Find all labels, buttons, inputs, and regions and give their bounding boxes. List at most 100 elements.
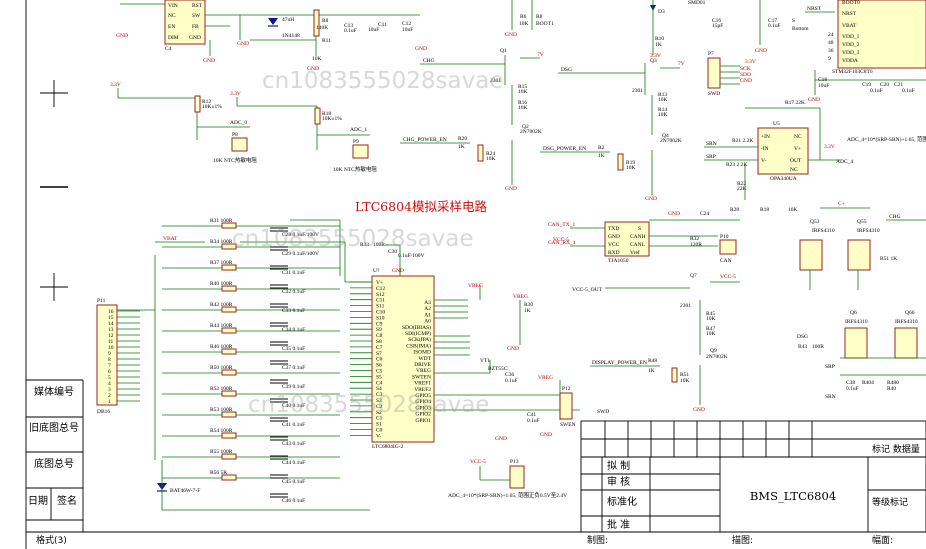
svg-text:10K NTC热敏电阻: 10K NTC热敏电阻 [213,156,257,164]
svg-text:10K: 10K [518,105,528,111]
svg-text:R404: R404 [862,380,874,386]
svg-text:10K: 10K [658,97,668,103]
capacitor [270,398,288,403]
svg-text:R2: R2 [598,145,605,151]
svg-text:10K±1%: 10K±1% [202,104,222,110]
capacitor-label: C40 0.1uF [282,403,305,409]
svg-text:SWD: SWD [708,91,720,97]
svg-text:CAN: CAN [720,258,732,264]
crosshair-mark-top [40,80,68,107]
resistor [221,264,237,271]
ic-pin-vref1: VREF1 [414,381,431,387]
capacitor-label: C41 0.1uF [282,422,305,428]
svg-text:3.3V: 3.3V [110,82,121,88]
svg-text:IRFS4310: IRFS4310 [812,228,835,234]
svg-text:GND: GND [495,436,507,442]
resistor-label: R50 100R [210,365,233,371]
ic-pin-s5: S5 [376,374,382,380]
capacitor-label: C44 0.1uF [282,460,305,466]
svg-text:R18: R18 [760,207,769,213]
svg-text:100R: 100R [812,344,824,350]
resistor [221,474,237,481]
svg-text:10K: 10K [788,207,798,213]
svg-text:R45: R45 [706,311,715,317]
capacitor [270,493,288,498]
svg-text:SRP: SRP [706,154,716,160]
tb-label-mark-data: 标记 数据量 [872,443,920,455]
svg-text:CANL: CANL [630,242,646,248]
svg-text:-IN: -IN [761,146,769,152]
ic-pin-c6: C6 [376,357,383,363]
svg-text:GND: GND [755,48,767,54]
svg-text:C12: C12 [402,21,411,27]
stm32-mcu: BOOT0 NRST VBAT VDD_1 VDD_2 VDD_3 VDDA S… [808,0,926,103]
connector-pin-number: 15 [108,315,114,321]
svg-text:Q9: Q9 [710,348,717,354]
capacitor [270,303,288,308]
capacitor [270,455,288,460]
svg-text:ADC_4: ADC_4 [836,159,853,165]
svg-text:CANH: CANH [630,234,646,240]
tb-label-standard: 标准化 [607,495,637,508]
svg-text:BOOT0: BOOT0 [842,0,860,6]
svg-text:10K: 10K [706,316,716,322]
svg-text:GND: GND [505,32,517,38]
svg-text:120R: 120R [690,242,702,248]
capacitor [270,322,288,327]
capacitor [270,246,288,251]
resistor-label: R34 100R [210,239,233,245]
svg-text:GND: GND [668,211,680,217]
svg-text:VBAT: VBAT [842,23,857,29]
connector-pin-number: 6 [108,369,111,375]
connector-pin-number: 11 [108,339,114,345]
svg-text:Q55: Q55 [857,219,867,225]
svg-text:DSG: DSG [561,67,572,73]
ic-pin-sdi-icmp-: SDI(ICMP) [405,330,431,337]
capacitor-label: C46 0.1uF [282,498,305,504]
ic-pin-c7: C7 [376,345,383,351]
svg-text:C41: C41 [527,412,536,418]
svg-text:C4: C4 [165,46,172,52]
svg-text:VCC-5: VCC-5 [720,274,736,280]
svg-text:R51: R51 [680,372,689,378]
svg-text:GND: GND [740,78,752,84]
svg-text:D3: D3 [658,9,665,15]
svg-text:SDO: SDO [740,72,751,78]
svg-text:P12: P12 [562,386,571,392]
connector-pin-number: 7 [108,363,111,369]
svg-text:U5: U5 [773,121,780,127]
capacitor [270,265,288,270]
svg-text:R24: R24 [486,151,495,157]
ic-pin-s2: S2 [376,410,382,416]
svg-text:S: S [638,226,641,232]
ic-pin-isomd: ISOMD [413,350,431,356]
svg-text:R47: R47 [706,326,715,332]
svg-text:BAT46W-7-F: BAT46W-7-F [170,488,200,494]
svg-text:VCC: VCC [608,242,620,248]
svg-text:10uF: 10uF [818,83,829,89]
svg-text:9: 9 [828,56,831,62]
capacitor [270,436,288,441]
ic-pin-s4: S4 [376,386,382,392]
svg-text:VDDA: VDDA [842,58,858,64]
svg-text:3.3V: 3.3V [824,144,835,150]
resistor-label: R53 100R [210,407,233,413]
svg-text:10K: 10K [626,165,636,171]
svg-text:R15: R15 [518,84,527,90]
capacitor [270,417,288,422]
svg-text:GND: GND [237,41,249,47]
ic-pin-gpio4: GPIO4 [415,399,431,405]
bottom-mid-parts: VCC-5 P13 ADC_4=10*(SRP-SRN)+1.65, 范围正负0… [360,242,576,499]
side-cell-base-no: 底图总号 [34,457,74,470]
ic-wiring [117,219,580,460]
connector-pin-number: 3 [108,387,111,393]
connector-pin-number: 4 [108,381,111,387]
svg-text:NRST: NRST [807,6,822,12]
capacitor-label: C33 0.1uF [282,308,305,314]
svg-text:0.1uF/100V: 0.1uF/100V [398,253,424,259]
svg-text:RXD: RXD [608,250,620,256]
svg-text:10uF: 10uF [402,27,413,33]
svg-text:R13: R13 [658,92,667,98]
